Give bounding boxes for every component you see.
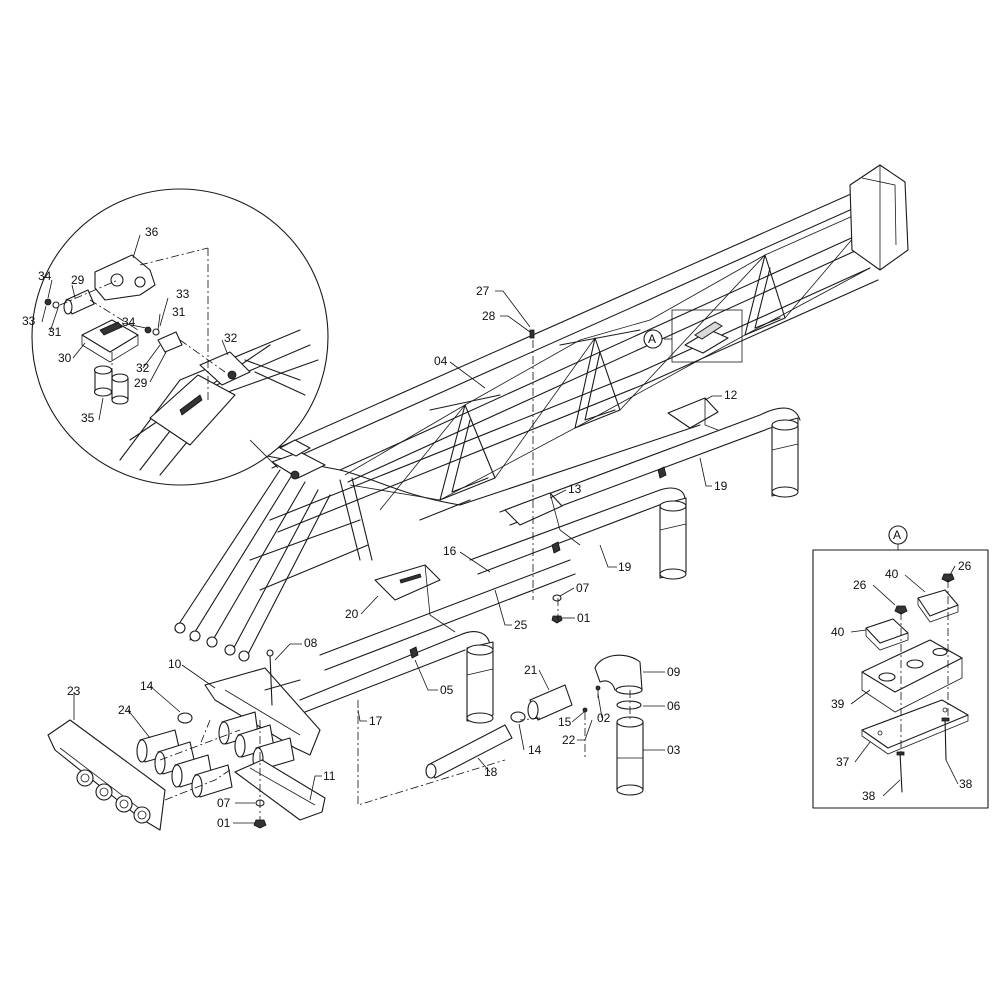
callout-03: 03 [667, 743, 681, 757]
callout-18: 18 [484, 765, 498, 779]
callout-32: 32 [224, 331, 238, 345]
callout-10: 10 [168, 657, 182, 671]
assembly-lines [159, 340, 631, 820]
callout-A: A [648, 332, 656, 346]
callout-33: 33 [22, 314, 36, 328]
callout-23: 23 [67, 684, 81, 698]
callout-01: 01 [217, 816, 231, 830]
callout-12: 12 [724, 388, 738, 402]
callout-24: 24 [118, 703, 132, 717]
callout-21: 21 [524, 663, 538, 677]
callout-32: 32 [136, 361, 150, 375]
callout-15: 15 [558, 715, 572, 729]
callout-33: 33 [176, 287, 190, 301]
callout-04: 04 [434, 354, 448, 368]
callout-39: 39 [831, 697, 845, 711]
callout-06: 06 [667, 699, 681, 713]
callout-25: 25 [514, 618, 528, 632]
boom-truss [174, 164, 909, 662]
callout-22: 22 [562, 733, 576, 747]
callout-36: 36 [145, 225, 159, 239]
callout-26: 26 [958, 559, 972, 573]
callout-35: 35 [81, 411, 95, 425]
spray-pipes [299, 397, 801, 724]
callout-13: 13 [568, 482, 582, 496]
callout-34: 34 [122, 315, 136, 329]
callout-27: 27 [476, 284, 490, 298]
callout-02: 02 [597, 711, 611, 725]
callout-29: 29 [134, 376, 148, 390]
callout-19: 19 [618, 560, 632, 574]
callout-28: 28 [482, 309, 496, 323]
callout-16: 16 [443, 544, 457, 558]
callout-37: 37 [836, 755, 850, 769]
callout-A: A [893, 528, 901, 542]
callout-26: 26 [853, 578, 867, 592]
callout-20: 20 [345, 607, 359, 621]
detail-a-panel [812, 549, 989, 809]
leader-lines [41, 234, 959, 824]
detail-marker-circle-2 [888, 525, 908, 545]
callout-38: 38 [959, 777, 973, 791]
pipe-stubs [136, 711, 295, 798]
callout-17: 17 [369, 714, 383, 728]
callout-30: 30 [58, 351, 72, 365]
callout-07: 07 [576, 581, 590, 595]
callout-11: 11 [323, 769, 336, 783]
callout-labels: 36 34 29 33 31 33 34 31 30 32 29 32 35 2… [22, 225, 973, 830]
callout-31: 31 [172, 305, 186, 319]
detail-marker-circle [643, 329, 663, 349]
callout-31: 31 [48, 325, 62, 339]
detail-circle [31, 188, 329, 486]
callout-14: 14 [140, 679, 154, 693]
callout-07: 07 [217, 796, 231, 810]
callout-38: 38 [862, 789, 876, 803]
callout-40: 40 [885, 567, 899, 581]
callout-14: 14 [528, 743, 542, 757]
callout-40: 40 [831, 625, 845, 639]
callout-34: 34 [38, 269, 52, 283]
callout-05: 05 [440, 683, 454, 697]
callout-01: 01 [577, 611, 591, 625]
callout-08: 08 [304, 636, 318, 650]
callout-09: 09 [667, 665, 681, 679]
callout-19: 19 [714, 479, 728, 493]
callout-29: 29 [71, 273, 85, 287]
